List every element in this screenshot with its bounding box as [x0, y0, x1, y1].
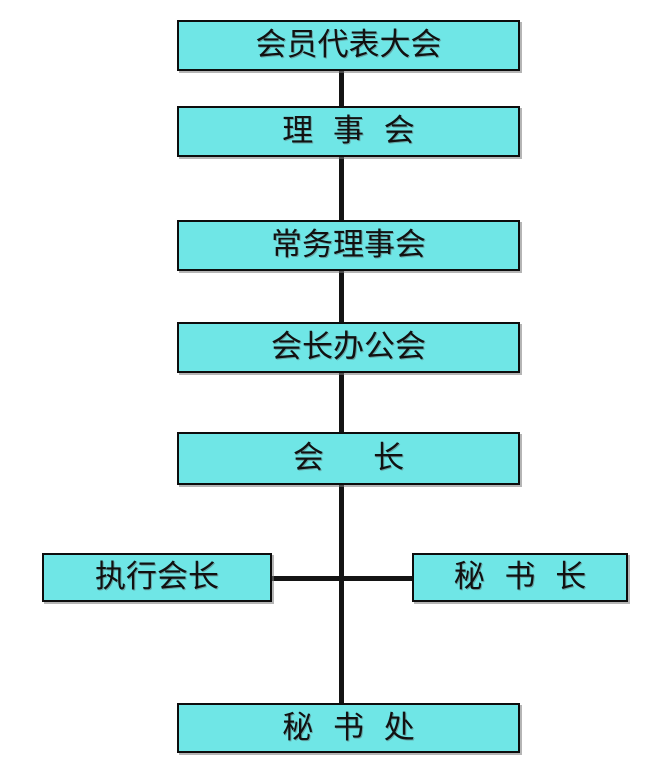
node-executive-president[interactable]: 执行会长 [42, 553, 272, 602]
node-label-executive-president: 执行会长 [95, 559, 219, 595]
node-standing-council[interactable]: 常务理事会 [177, 220, 520, 271]
node-label-secretariat: 秘 书 处 [282, 709, 415, 746]
connector-council-to-standing [339, 157, 344, 220]
node-label-president: 会 长 [292, 440, 405, 476]
node-council[interactable]: 理 事 会 [177, 106, 520, 157]
connector-executive-to-secretary-cross [270, 576, 414, 581]
node-label-general-assembly: 会员代表大会 [255, 27, 442, 63]
node-label-council: 理 事 会 [282, 113, 415, 149]
node-secretariat[interactable]: 秘 书 处 [177, 703, 520, 753]
node-label-secretary-general: 秘 书 长 [453, 559, 587, 595]
node-president[interactable]: 会 长 [177, 432, 520, 485]
node-president-office[interactable]: 会长办公会 [177, 322, 520, 373]
connector-assembly-to-council [339, 71, 344, 106]
node-secretary-general[interactable]: 秘 书 长 [412, 553, 628, 602]
connector-standing-to-office [339, 271, 344, 322]
node-label-president-office: 会长办公会 [271, 329, 426, 365]
connector-president-to-secretariat [339, 485, 344, 703]
node-general-assembly[interactable]: 会员代表大会 [177, 20, 520, 71]
connector-office-to-president [339, 373, 344, 432]
node-label-standing-council: 常务理事会 [271, 227, 426, 263]
